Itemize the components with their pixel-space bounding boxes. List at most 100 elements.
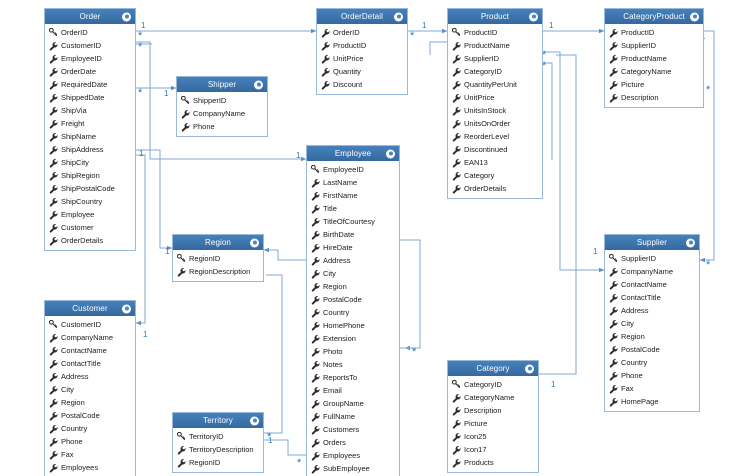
field-row[interactable]: Region: [307, 280, 399, 293]
field-row[interactable]: Employees: [307, 449, 399, 462]
collapse-circle-icon[interactable]: [250, 238, 259, 247]
field-row[interactable]: CompanyName: [177, 107, 267, 120]
field-row[interactable]: Fax: [605, 382, 699, 395]
field-row[interactable]: Country: [307, 306, 399, 319]
collapse-circle-icon[interactable]: [254, 80, 263, 89]
field-row[interactable]: Description: [605, 91, 703, 104]
field-row[interactable]: CompanyName: [45, 331, 135, 344]
field-row[interactable]: Region: [45, 396, 135, 409]
field-row[interactable]: ContactName: [605, 278, 699, 291]
field-row[interactable]: QuantityPerUnit: [448, 78, 542, 91]
field-row[interactable]: SupplierID: [605, 252, 699, 265]
field-row[interactable]: Orders: [307, 436, 399, 449]
field-row[interactable]: ContactTitle: [605, 291, 699, 304]
field-row[interactable]: TitleOfCourtesy: [307, 215, 399, 228]
field-row[interactable]: City: [307, 267, 399, 280]
field-row[interactable]: OrderDetails: [448, 182, 542, 195]
entity-header-categoryproduct[interactable]: CategoryProduct: [605, 9, 703, 24]
field-row[interactable]: PostalCode: [45, 409, 135, 422]
collapse-circle-icon[interactable]: [690, 12, 699, 21]
field-row[interactable]: Products: [448, 456, 538, 469]
field-row[interactable]: ContactTitle: [45, 357, 135, 370]
field-row[interactable]: Notes: [307, 358, 399, 371]
collapse-circle-icon[interactable]: [122, 304, 131, 313]
entity-header-category[interactable]: Category: [448, 361, 538, 376]
field-row[interactable]: OrderDate: [45, 65, 135, 78]
field-row[interactable]: UnitPrice: [448, 91, 542, 104]
field-row[interactable]: Discontinued: [448, 143, 542, 156]
field-row[interactable]: Customers: [307, 423, 399, 436]
field-row[interactable]: TerritoryID: [173, 430, 263, 443]
field-row[interactable]: Description: [448, 404, 538, 417]
field-row[interactable]: ShipCity: [45, 156, 135, 169]
collapse-circle-icon[interactable]: [529, 12, 538, 21]
field-row[interactable]: Discount: [317, 78, 407, 91]
field-row[interactable]: TerritoryDescription: [173, 443, 263, 456]
field-row[interactable]: Region: [605, 330, 699, 343]
field-row[interactable]: ProductName: [448, 39, 542, 52]
entity-header-product[interactable]: Product: [448, 9, 542, 24]
field-row[interactable]: ReportsTo: [307, 371, 399, 384]
field-row[interactable]: Extension: [307, 332, 399, 345]
field-row[interactable]: ProductID: [448, 26, 542, 39]
field-row[interactable]: CategoryID: [448, 378, 538, 391]
field-row[interactable]: SubEmployee: [307, 462, 399, 475]
field-row[interactable]: RegionID: [173, 252, 263, 265]
field-row[interactable]: PostalCode: [307, 293, 399, 306]
field-row[interactable]: ProductName: [605, 52, 703, 65]
field-row[interactable]: Email: [307, 384, 399, 397]
field-row[interactable]: Photo: [307, 345, 399, 358]
field-row[interactable]: GroupName: [307, 397, 399, 410]
field-row[interactable]: HomePhone: [307, 319, 399, 332]
field-row[interactable]: ShipCountry: [45, 195, 135, 208]
collapse-circle-icon[interactable]: [686, 238, 695, 247]
field-row[interactable]: City: [45, 383, 135, 396]
field-row[interactable]: FullName: [307, 410, 399, 423]
field-row[interactable]: Address: [307, 254, 399, 267]
field-row[interactable]: Phone: [45, 435, 135, 448]
field-row[interactable]: Address: [45, 370, 135, 383]
field-row[interactable]: RequiredDate: [45, 78, 135, 91]
entity-header-region[interactable]: Region: [173, 235, 263, 250]
field-row[interactable]: FirstName: [307, 189, 399, 202]
entity-header-supplier[interactable]: Supplier: [605, 235, 699, 250]
field-row[interactable]: CompanyName: [605, 265, 699, 278]
field-row[interactable]: Country: [45, 422, 135, 435]
field-row[interactable]: Quantity: [317, 65, 407, 78]
entity-header-employee[interactable]: Employee: [307, 146, 399, 161]
field-row[interactable]: BirthDate: [307, 228, 399, 241]
field-row[interactable]: ShipRegion: [45, 169, 135, 182]
field-row[interactable]: OrderID: [45, 26, 135, 39]
field-row[interactable]: ReorderLevel: [448, 130, 542, 143]
field-row[interactable]: Icon17: [448, 443, 538, 456]
field-row[interactable]: CustomerID: [45, 318, 135, 331]
field-row[interactable]: ProductID: [317, 39, 407, 52]
field-row[interactable]: City: [605, 317, 699, 330]
field-row[interactable]: CategoryID: [448, 65, 542, 78]
field-row[interactable]: Address: [605, 304, 699, 317]
field-row[interactable]: SupplierID: [605, 39, 703, 52]
collapse-circle-icon[interactable]: [122, 12, 131, 21]
field-row[interactable]: UnitsInStock: [448, 104, 542, 117]
field-row[interactable]: Customer: [45, 221, 135, 234]
collapse-circle-icon[interactable]: [386, 149, 395, 158]
field-row[interactable]: LastName: [307, 176, 399, 189]
field-row[interactable]: ShipName: [45, 130, 135, 143]
field-row[interactable]: PostalCode: [605, 343, 699, 356]
field-row[interactable]: EmployeeID: [307, 163, 399, 176]
field-row[interactable]: ContactName: [45, 344, 135, 357]
field-row[interactable]: ProductID: [605, 26, 703, 39]
collapse-circle-icon[interactable]: [250, 416, 259, 425]
field-row[interactable]: OrderID: [317, 26, 407, 39]
field-row[interactable]: Icon25: [448, 430, 538, 443]
field-row[interactable]: RegionID: [173, 456, 263, 469]
field-row[interactable]: Picture: [448, 417, 538, 430]
